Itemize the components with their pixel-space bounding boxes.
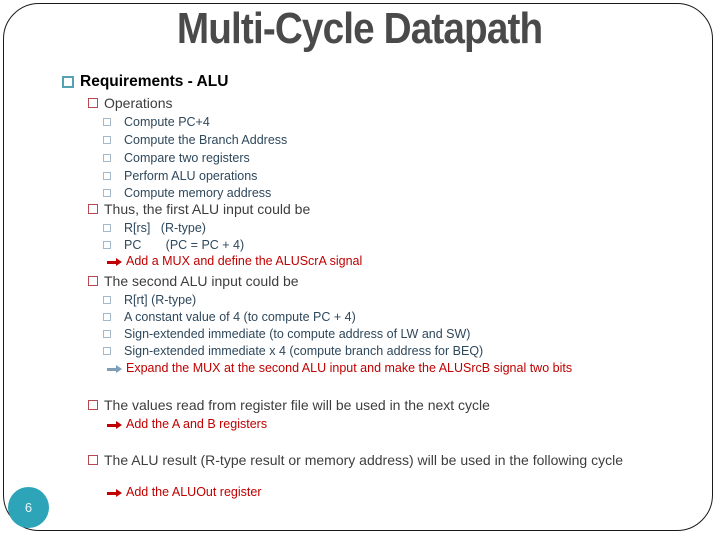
arrow-note-text: Expand the MUX at the second ALU input a… [126,361,573,375]
bullet-line: Perform ALU operations [0,169,712,183]
bullet-line-first-alu: Thus, the first ALU input could be [0,201,712,218]
arrow-note-text: Add the A and B registers [126,417,268,431]
bullet-line: A constant value of 4 (to compute PC + 4… [0,310,712,324]
square-bullet-icon [103,224,111,232]
square-bullet-icon [88,276,98,286]
bullet-text: Compute PC+4 [124,115,210,129]
bullet-line: Compute PC+4 [0,115,712,129]
bullet-line: R[rs] (R-type) [0,221,712,235]
bullet-line-alu-result: The ALU result (R-type result or memory … [0,452,712,469]
arrow-note-line: Add a MUX and define the ALUScrA signal [0,254,712,268]
page-number: 6 [24,500,33,515]
bullet-text: A constant value of 4 (to compute PC + 4… [124,310,356,324]
bullet-line: R[rt] (R-type) [0,293,712,307]
bullet-line: Compare two registers [0,151,712,165]
bullet-line: Sign-extended immediate (to compute addr… [0,327,712,341]
arrow-note-line: Add the ALUOut register [0,485,712,499]
forward-arrow-icon [107,365,122,374]
bullet-line: PC (PC = PC + 4) [0,238,712,252]
square-bullet-icon [103,136,111,144]
square-bullet-icon [88,455,98,465]
bullet-line-register-file: The values read from register file will … [0,397,712,414]
bullet-text: R[rt] (R-type) [124,293,197,307]
square-bullet-icon [103,189,111,197]
square-bullet-icon [103,296,111,304]
slide-title: Multi-Cycle Datapath [177,4,543,53]
arrow-note-text: Add a MUX and define the ALUScrA signal [126,254,363,268]
bullet-text: Sign-extended immediate (to compute addr… [124,327,471,341]
bullet-line: Compute the Branch Address [0,133,712,147]
bullet-line-operations: Operations [0,95,712,112]
bullet-text: R[rs] (R-type) [124,221,206,235]
bullet-text: PC (PC = PC + 4) [124,238,245,252]
bullet-line: Compute memory address [0,186,712,200]
square-bullet-icon [103,241,111,249]
arrow-note-text: Add the ALUOut register [126,485,262,499]
forward-arrow-icon [107,421,122,430]
square-bullet-icon [62,76,74,88]
title-bar: Multi-Cycle Datapath [0,4,720,54]
bullet-text: Thus, the first ALU input could be [104,201,311,217]
bullet-text: The values read from register file will … [104,397,490,413]
bullet-text: Compute memory address [124,186,272,200]
bullet-text: The second ALU input could be [104,273,299,289]
square-bullet-icon [88,400,98,410]
square-bullet-icon [103,330,111,338]
square-bullet-icon [88,204,98,214]
arrow-note-line: Add the A and B registers [0,417,712,431]
square-bullet-icon [88,98,98,108]
bullet-text: Requirements - ALU [80,73,229,90]
square-bullet-icon [103,347,111,355]
slide-border [3,3,713,531]
bullet-line-second-alu: The second ALU input could be [0,273,712,290]
bullet-text: Perform ALU operations [124,169,258,183]
square-bullet-icon [103,154,111,162]
square-bullet-icon [103,172,111,180]
arrow-note-line: Expand the MUX at the second ALU input a… [0,361,712,375]
forward-arrow-icon [107,489,122,498]
bullet-text: Operations [104,95,173,111]
page-number-badge: 6 [8,487,49,528]
square-bullet-icon [103,118,111,126]
bullet-text: Compare two registers [124,151,250,165]
bullet-text: Compute the Branch Address [124,133,288,147]
square-bullet-icon [103,313,111,321]
bullet-line-requirements: Requirements - ALU [0,73,712,91]
bullet-text: Sign-extended immediate x 4 (compute bra… [124,344,484,358]
bullet-line: Sign-extended immediate x 4 (compute bra… [0,344,712,358]
forward-arrow-icon [107,258,122,267]
bullet-text: The ALU result (R-type result or memory … [104,452,623,468]
